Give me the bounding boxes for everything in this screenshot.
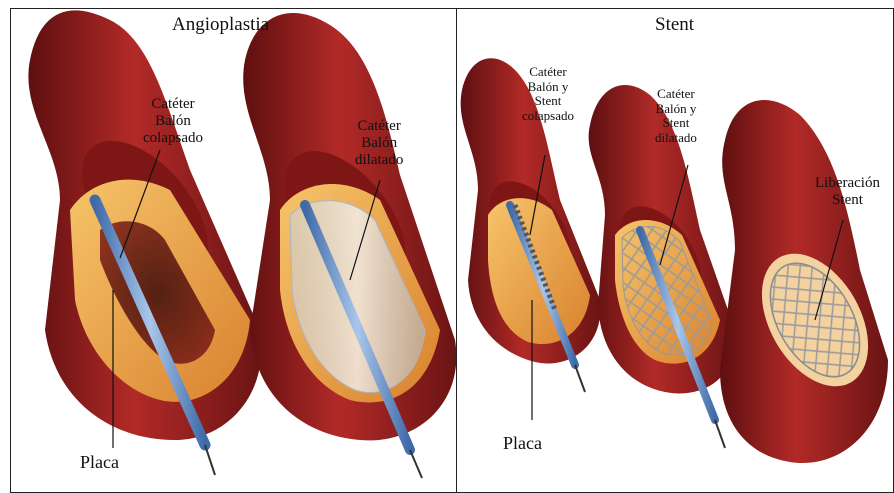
label-catheter-balloon-stent-dilated: Catéter Balón y Stent dilatado <box>655 87 697 145</box>
label-catheter-balloon-stent-collapsed: Catéter Balón y Stent colapsado <box>522 65 574 123</box>
angioplastia-title: Angioplastia <box>172 14 269 35</box>
label-plaque-stent: Placa <box>503 433 542 453</box>
label-catheter-balloon-dilated: Catéter Balón dilatado <box>355 118 403 168</box>
angioplastia-panel <box>10 8 457 493</box>
stent-title: Stent <box>655 14 694 35</box>
label-stent-release: Liberación Stent <box>815 175 880 209</box>
label-plaque-angioplastia: Placa <box>80 452 119 472</box>
label-catheter-balloon-collapsed: Catéter Balón colapsado <box>143 96 203 146</box>
